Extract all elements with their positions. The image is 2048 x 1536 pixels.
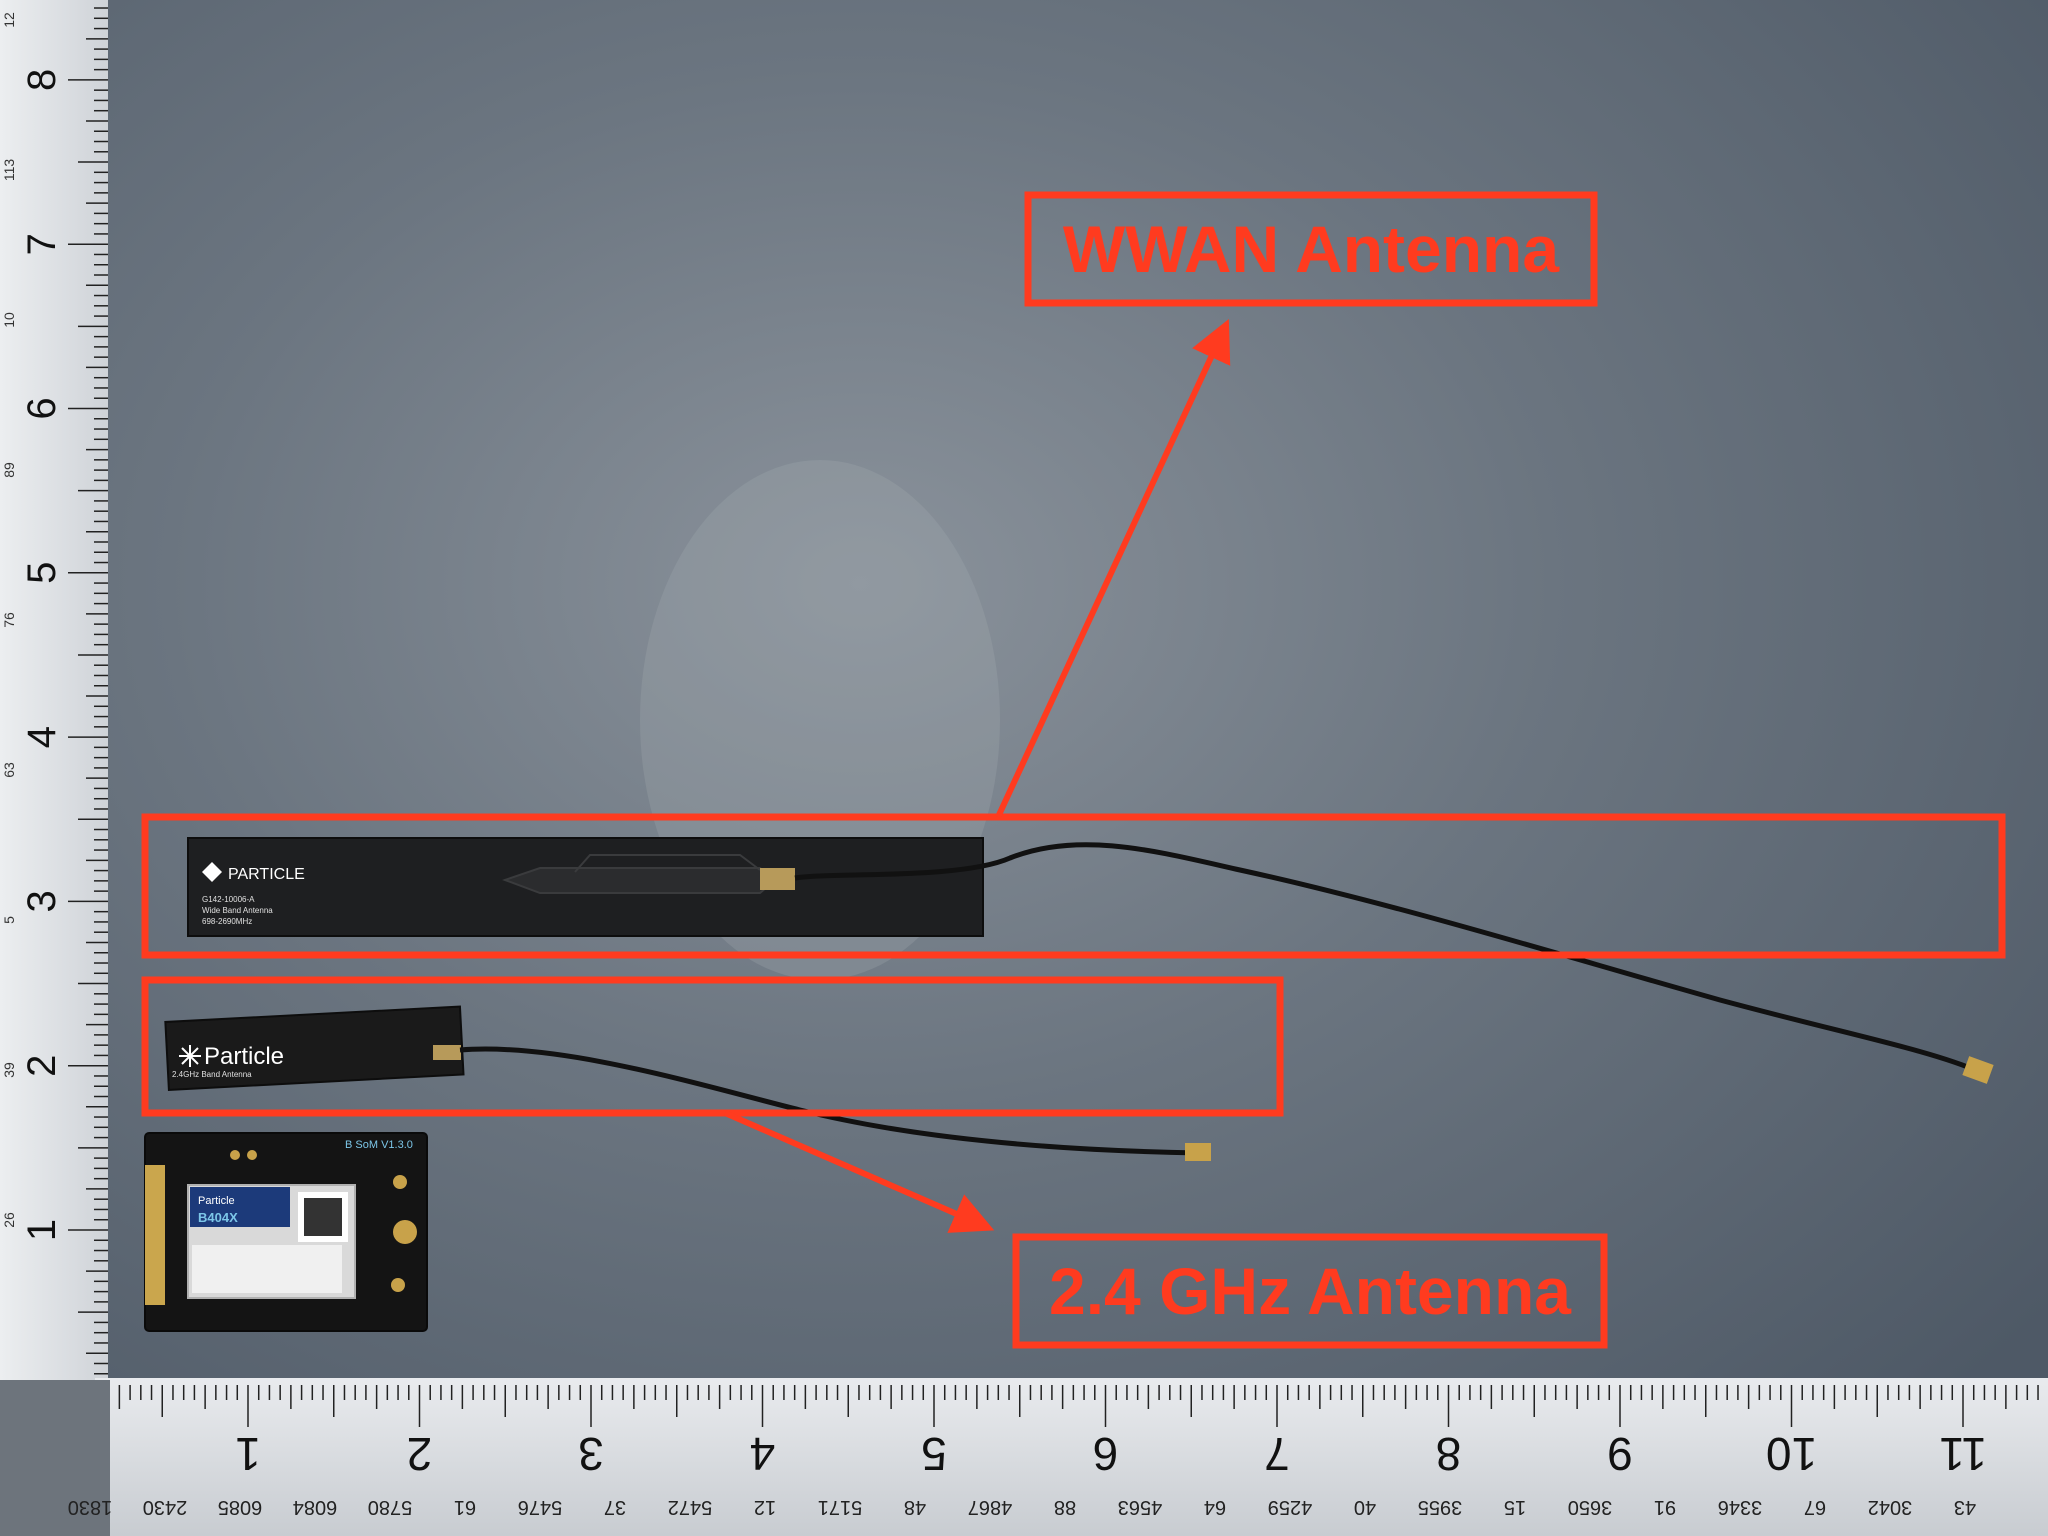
ghz-antenna: Particle 2.4GHz Band Antenna bbox=[164, 1005, 1211, 1161]
bottom-ruler-small-label: 67 bbox=[1804, 1496, 1826, 1518]
left-ruler-small-label: 26 bbox=[1, 1212, 17, 1228]
annotation-ghz: 2.4 GHz Antenna bbox=[141, 976, 1608, 1349]
bottom-ruler-small-label: 43 bbox=[1954, 1496, 1976, 1518]
bottom-ruler-small-label: 4259 bbox=[1268, 1496, 1313, 1518]
bottom-ruler-label: 4 bbox=[750, 1428, 776, 1480]
bottom-ruler-ticks bbox=[118, 1385, 2039, 1427]
bottom-ruler-small-label: 5171 bbox=[818, 1496, 863, 1518]
left-ruler-label: 5 bbox=[20, 562, 64, 584]
wwan-antenna: PARTICLE G142-10006-A Wide Band Antenna … bbox=[187, 837, 1994, 1084]
bottom-ruler-label: 11 bbox=[1939, 1428, 1987, 1480]
bottom-ruler-small-label: 1830 bbox=[68, 1496, 113, 1518]
left-ruler-small-label: 89 bbox=[1, 462, 17, 478]
bottom-ruler-label: 9 bbox=[1607, 1428, 1633, 1480]
left-ruler-label: 3 bbox=[20, 890, 64, 912]
som-header: B SoM V1.3.0 bbox=[345, 1139, 413, 1151]
ghz-highlight-box bbox=[141, 976, 1284, 1117]
bottom-ruler-small-label: 15 bbox=[1504, 1496, 1526, 1518]
bottom-ruler-label: 2 bbox=[407, 1428, 433, 1480]
annotation-wwan: WWAN Antenna bbox=[141, 191, 2006, 959]
bottom-ruler-small-label: 5472 bbox=[668, 1496, 713, 1518]
som-module: B SoM V1.3.0 Particle B404X bbox=[144, 1132, 428, 1332]
ghz-brand: Particle bbox=[204, 1043, 284, 1070]
bottom-ruler-small-label: 48 bbox=[904, 1496, 926, 1518]
left-ruler-small-label: 113 bbox=[1, 159, 17, 182]
bottom-ruler-label: 6 bbox=[1093, 1428, 1119, 1480]
bottom-ruler-label: 7 bbox=[1264, 1428, 1290, 1480]
bottom-ruler-small-label: 64 bbox=[1204, 1496, 1226, 1518]
wwan-brand: PARTICLE bbox=[228, 866, 305, 883]
bottom-ruler-small-label: 88 bbox=[1054, 1496, 1076, 1518]
left-ruler-small-label: 39 bbox=[1, 1062, 17, 1078]
left-ruler-label: 6 bbox=[20, 397, 64, 419]
left-ruler-ticks bbox=[68, 7, 108, 1375]
bottom-ruler-label: 8 bbox=[1436, 1428, 1462, 1480]
left-ruler-label: 8 bbox=[20, 69, 64, 91]
bottom-ruler-small-label: 4867 bbox=[968, 1496, 1013, 1518]
wwan-description: Wide Band Antenna bbox=[202, 906, 273, 915]
bottom-ruler-small-label: 12 bbox=[754, 1496, 776, 1518]
bottom-ruler-small-label: 91 bbox=[1654, 1496, 1676, 1518]
bottom-ruler-small-label: 5780 bbox=[368, 1496, 413, 1518]
bottom-ruler-small-label: 3042 bbox=[1868, 1496, 1913, 1518]
bottom-ruler-small-label: 3955 bbox=[1418, 1496, 1463, 1518]
wwan-highlight-box bbox=[141, 813, 2006, 959]
bottom-ruler-small-label: 2430 bbox=[143, 1496, 188, 1518]
bottom-ruler-small-label: 37 bbox=[604, 1496, 626, 1518]
bottom-ruler-small-label: 3650 bbox=[1568, 1496, 1613, 1518]
wwan-logo-icon bbox=[202, 862, 222, 882]
wwan-frequency: 698-2690MHz bbox=[202, 917, 252, 926]
bottom-ruler-small-label: 4563 bbox=[1118, 1496, 1163, 1518]
ghz-annotation-label: 2.4 GHz Antenna bbox=[1049, 1254, 1572, 1328]
bottom-ruler-small-label: 6085 bbox=[218, 1496, 263, 1518]
som-brand: Particle bbox=[198, 1195, 235, 1207]
left-ruler-small-label: 12 bbox=[1, 12, 17, 28]
left-ruler-small-label: 10 bbox=[1, 312, 17, 328]
bottom-ruler-small-labels: 1830 2430 6085 6084 5780 61 5476 37 5472 12 5171 48… bbox=[68, 1496, 1976, 1518]
bottom-ruler-label: 3 bbox=[578, 1428, 604, 1480]
left-ruler-small-label: 5 bbox=[1, 916, 17, 924]
particle-star-icon bbox=[179, 1045, 201, 1067]
bottom-ruler-label: 5 bbox=[921, 1428, 947, 1480]
bottom-ruler-small-label: 61 bbox=[454, 1496, 476, 1518]
left-ruler-label: 2 bbox=[20, 1055, 64, 1077]
ghz-description: 2.4GHz Band Antenna bbox=[172, 1070, 252, 1079]
wwan-part-number: G142-10006-A bbox=[202, 895, 255, 904]
som-model: B404X bbox=[198, 1210, 238, 1225]
bottom-ruler-small-label: 5476 bbox=[518, 1496, 563, 1518]
bottom-ruler-small-label: 40 bbox=[1354, 1496, 1376, 1518]
bottom-ruler-label: 1 bbox=[235, 1428, 261, 1480]
left-ruler-label: 4 bbox=[20, 726, 64, 748]
ghz-arrow bbox=[723, 1110, 995, 1233]
left-ruler-label: 7 bbox=[20, 233, 64, 255]
bottom-ruler-labels: 1 2 3 4 5 6 7 8 9 10 11 bbox=[235, 1428, 1987, 1480]
bottom-ruler-label: 10 bbox=[1766, 1428, 1817, 1480]
bottom-ruler-small-label: 3346 bbox=[1718, 1496, 1763, 1518]
left-ruler-label: 1 bbox=[20, 1219, 64, 1241]
wwan-arrow bbox=[995, 318, 1231, 819]
left-ruler-small-label: 63 bbox=[1, 762, 17, 778]
bottom-ruler-small-label: 6084 bbox=[293, 1496, 338, 1518]
left-ruler-small-label: 76 bbox=[1, 612, 17, 628]
wwan-annotation-label: WWAN Antenna bbox=[1063, 212, 1560, 286]
